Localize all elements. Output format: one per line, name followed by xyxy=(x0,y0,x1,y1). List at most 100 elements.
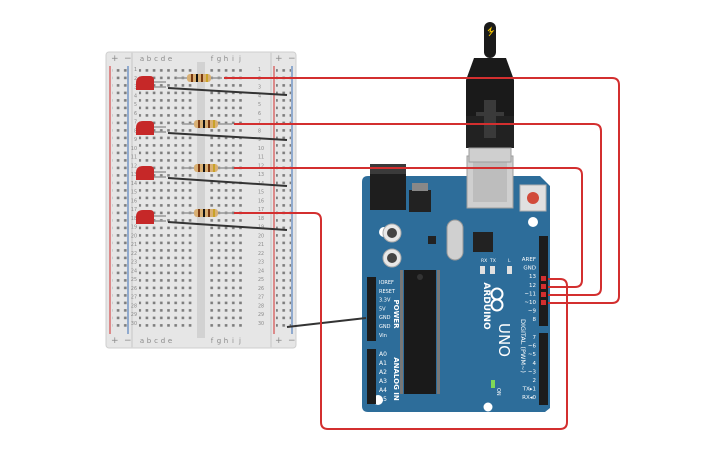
row-number: 7 xyxy=(258,120,261,126)
row-number: 10 xyxy=(131,146,137,152)
row-number: 12 xyxy=(131,163,137,169)
row-number: 18 xyxy=(131,216,137,222)
usb-cable xyxy=(466,22,514,163)
led-2 xyxy=(136,121,166,135)
row-number: 9 xyxy=(134,137,137,143)
row-number: 27 xyxy=(258,295,264,301)
rx-led-label: RX xyxy=(481,258,487,264)
wire-pin-12 xyxy=(234,167,583,288)
wire-pin-11 xyxy=(234,123,602,296)
row-number: 25 xyxy=(258,277,264,283)
analog-pin-label: A4 xyxy=(379,387,387,394)
row-number: 3 xyxy=(134,85,137,91)
power-pin-label: GND xyxy=(379,324,391,330)
row-number: 16 xyxy=(258,198,264,204)
row-number: 13 xyxy=(131,172,137,178)
column-letter: a xyxy=(140,55,144,63)
column-letter: c xyxy=(154,337,158,345)
row-number: 30 xyxy=(131,321,137,327)
power-title: POWER xyxy=(392,300,400,330)
l-led-label: L xyxy=(508,258,511,264)
row-number: 27 xyxy=(131,295,137,301)
signal-wires xyxy=(224,77,620,430)
arduino-logo xyxy=(490,287,504,312)
row-number: 25 xyxy=(131,277,137,283)
row-number: 18 xyxy=(258,216,264,222)
row-number: 30 xyxy=(258,321,264,327)
row-number: 24 xyxy=(258,268,264,274)
power-header xyxy=(367,277,376,341)
row-number: 11 xyxy=(258,155,264,161)
row-number: 8 xyxy=(258,128,261,134)
rail-plus-bottom-right: + xyxy=(275,336,283,346)
row-number: 28 xyxy=(131,303,137,309)
column-letter: d xyxy=(161,337,165,345)
column-letter: e xyxy=(168,337,172,345)
row-number: 28 xyxy=(258,303,264,309)
rail-minus-bottom-right: − xyxy=(288,336,296,346)
atmega-chip xyxy=(404,270,436,394)
digital-pin-label: RX◂0 xyxy=(522,395,536,401)
column-letter: g xyxy=(217,337,221,345)
column-letter: j xyxy=(238,55,241,63)
column-letter: c xyxy=(154,55,158,63)
power-pin-label: RESET xyxy=(379,289,396,295)
digital-pin-label: ~9 xyxy=(528,309,537,315)
row-number: 17 xyxy=(131,207,137,213)
power-pin-label: Vin xyxy=(379,333,387,339)
brand-label: ARDUINO xyxy=(481,282,491,330)
power-pin-label: IOREF xyxy=(379,280,394,286)
column-letter: h xyxy=(224,55,228,63)
row-number: 10 xyxy=(258,146,264,152)
led-1 xyxy=(136,76,166,90)
power-pin-label: 5V xyxy=(379,306,386,312)
digital-pin-label: 8 xyxy=(533,317,537,323)
digital-pin-label: AREF xyxy=(522,257,536,263)
row-number: 14 xyxy=(131,181,137,187)
column-letter: f xyxy=(211,55,214,63)
digital-header-bottom xyxy=(539,333,548,405)
on-led-label: ON xyxy=(495,388,501,396)
ground-wires xyxy=(167,87,367,328)
column-letter: i xyxy=(232,55,234,63)
row-number: 29 xyxy=(258,312,264,318)
row-number: 19 xyxy=(131,225,137,231)
column-letter: f xyxy=(211,337,214,345)
digital-pin-label: ~6 xyxy=(528,344,537,350)
row-number: 23 xyxy=(258,260,264,266)
column-letter: i xyxy=(232,337,234,345)
row-number: 3 xyxy=(258,85,261,91)
row-number: 13 xyxy=(258,172,264,178)
row-number: 20 xyxy=(131,233,137,239)
row-number: 9 xyxy=(258,137,261,143)
row-number: 24 xyxy=(131,268,137,274)
resistor-3 xyxy=(182,164,232,172)
row-number: 2 xyxy=(134,76,137,82)
analog-pin-label: A3 xyxy=(379,378,387,385)
tx-led-label: TX xyxy=(489,258,496,264)
leds xyxy=(136,76,166,224)
analog-pin-label: A2 xyxy=(379,369,387,376)
digital-pin-label: ~10 xyxy=(524,300,536,306)
row-number: 22 xyxy=(131,251,137,257)
row-number: 4 xyxy=(134,93,137,99)
row-number: 5 xyxy=(258,102,261,108)
resistor-4 xyxy=(182,209,232,217)
row-number: 22 xyxy=(258,251,264,257)
row-number: 5 xyxy=(134,102,137,108)
rail-plus-bottom-left: + xyxy=(111,336,119,346)
digital-pin-label: 4 xyxy=(533,361,537,367)
digital-pin-label: 7 xyxy=(533,335,537,341)
digital-pin-label: 2 xyxy=(533,378,537,384)
row-number: 20 xyxy=(258,233,264,239)
column-letter: j xyxy=(238,337,241,345)
digital-pin-label: TX▸1 xyxy=(522,387,536,393)
row-number: 6 xyxy=(258,111,261,117)
